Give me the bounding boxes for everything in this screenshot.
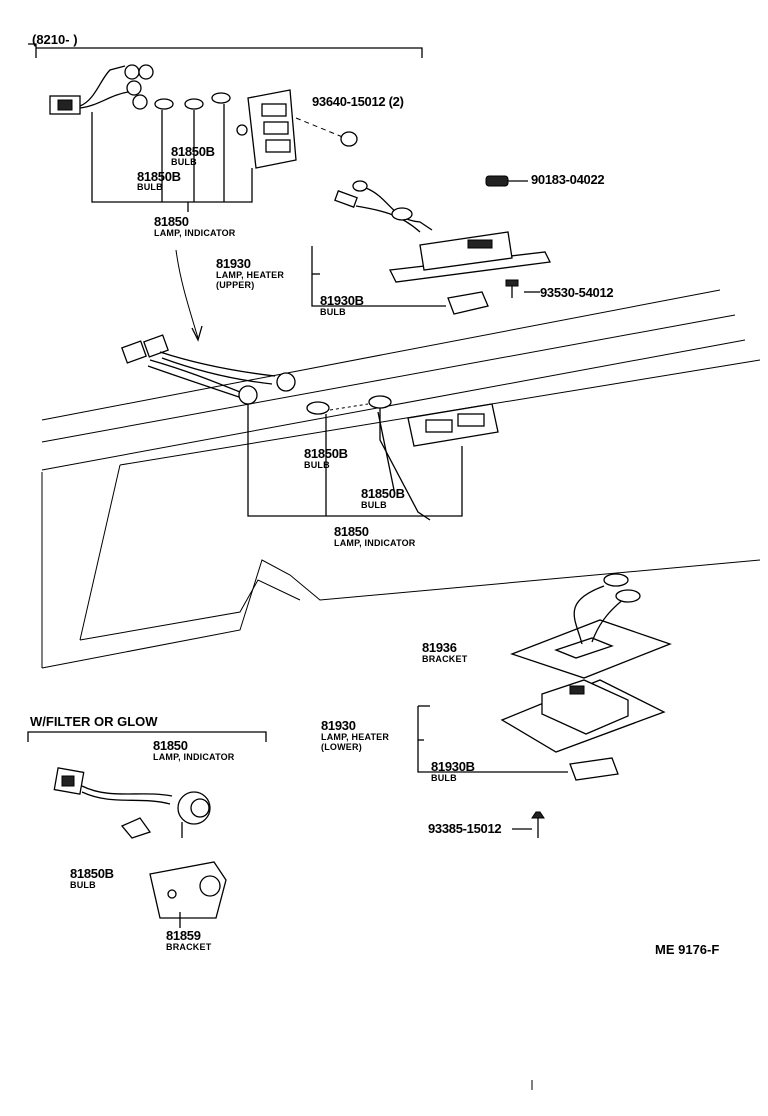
part-name: LAMP, INDICATOR xyxy=(334,538,416,548)
part-number: 81850 xyxy=(334,524,369,539)
part-sub: (LOWER) xyxy=(321,742,362,752)
part-number: 93640-15012 (2) xyxy=(312,94,404,109)
upper-indicator-assembly xyxy=(49,64,358,212)
part-number: 81930 xyxy=(321,718,356,733)
part-name: LAMP, INDICATOR xyxy=(154,228,236,238)
label-upper-bulb-b: 81850B BULB xyxy=(137,169,181,192)
header-bracket-label: (8210- ) xyxy=(32,32,78,47)
part-name: BULB xyxy=(320,307,346,317)
middle-indicator-assembly xyxy=(121,334,499,521)
part-sub: (UPPER) xyxy=(216,280,254,290)
socket-icon xyxy=(124,64,140,80)
part-name: BULB xyxy=(70,880,96,890)
filter-section: W/FILTER OR GLOW xyxy=(27,714,267,928)
socket-icon xyxy=(238,385,258,405)
part-number: 93530-54012 xyxy=(540,285,613,300)
part-name: BULB xyxy=(137,182,163,192)
connector-plug-icon xyxy=(121,340,147,364)
part-number: 81936 xyxy=(422,640,457,655)
label-mid-lamp: 81850 LAMP, INDICATOR xyxy=(334,524,416,548)
part-name: BULB xyxy=(361,500,387,510)
part-number: 90183-04022 xyxy=(531,172,604,187)
label-bracket-81936: 81936 BRACKET xyxy=(422,640,468,664)
part-number: 81850B xyxy=(361,486,405,501)
part-name: BULB xyxy=(431,773,457,783)
upper-heater-assembly xyxy=(311,175,551,315)
part-number: 81930 xyxy=(216,256,251,271)
label-filter-bulb: 81850B BULB xyxy=(70,866,114,890)
bulb-icon xyxy=(447,291,489,315)
label-93530: 93530-54012 xyxy=(540,285,614,300)
part-number: 81850 xyxy=(154,214,189,229)
part-name: BRACKET xyxy=(422,654,468,664)
lower-heater-assembly xyxy=(417,573,672,838)
label-mid-bulb-b: 81850B BULB xyxy=(361,486,405,510)
label-filter-lamp: 81850 LAMP, INDICATOR xyxy=(153,738,235,762)
bulb-icon xyxy=(120,817,152,839)
part-name: BULB xyxy=(171,157,197,167)
label-93385: 93385-15012 xyxy=(428,821,502,836)
label-bracket-81859: 81859 BRACKET xyxy=(166,928,212,952)
part-number: 93385-15012 xyxy=(428,821,501,836)
part-name: BULB xyxy=(304,460,330,470)
part-name: LAMP, INDICATOR xyxy=(153,752,235,762)
label-93640: 93640-15012 (2) xyxy=(312,94,404,109)
part-number: 81850B xyxy=(304,446,348,461)
direction-arrow xyxy=(175,249,199,339)
header-bracket: (8210- ) xyxy=(28,32,423,58)
figure-code: ME 9176-F xyxy=(655,942,719,957)
part-number: 81859 xyxy=(166,928,201,943)
dashboard-outline xyxy=(41,289,761,669)
part-number: 81930B xyxy=(320,293,364,308)
part-name: BRACKET xyxy=(166,942,212,952)
part-name: LAMP, HEATER xyxy=(321,732,389,742)
label-heater-upper-bulb: 81930B BULB xyxy=(320,293,364,317)
label-heater-upper: 81930 LAMP, HEATER (UPPER) xyxy=(216,256,284,290)
part-name: LAMP, HEATER xyxy=(216,270,284,280)
part-number: 81930B xyxy=(431,759,475,774)
label-upper-lamp: 81850 LAMP, INDICATOR xyxy=(154,214,236,238)
part-number: 81850B xyxy=(137,169,181,184)
label-90183: 90183-04022 xyxy=(531,172,605,187)
bulb-icon xyxy=(154,98,174,110)
bulb-icon xyxy=(569,757,619,781)
label-upper-bulb-a: 81850B BULB xyxy=(171,144,215,167)
label-heater-lower: 81930 LAMP, HEATER (LOWER) xyxy=(321,718,389,752)
label-heater-lower-bulb: 81930B BULB xyxy=(431,759,475,783)
bulb-icon xyxy=(306,401,330,415)
filter-section-label: W/FILTER OR GLOW xyxy=(30,714,158,729)
part-number: 81850B xyxy=(70,866,114,881)
part-number: 81850B xyxy=(171,144,215,159)
part-number: 81850 xyxy=(153,738,188,753)
label-mid-bulb-a: 81850B BULB xyxy=(304,446,348,470)
clip-icon xyxy=(340,131,358,147)
